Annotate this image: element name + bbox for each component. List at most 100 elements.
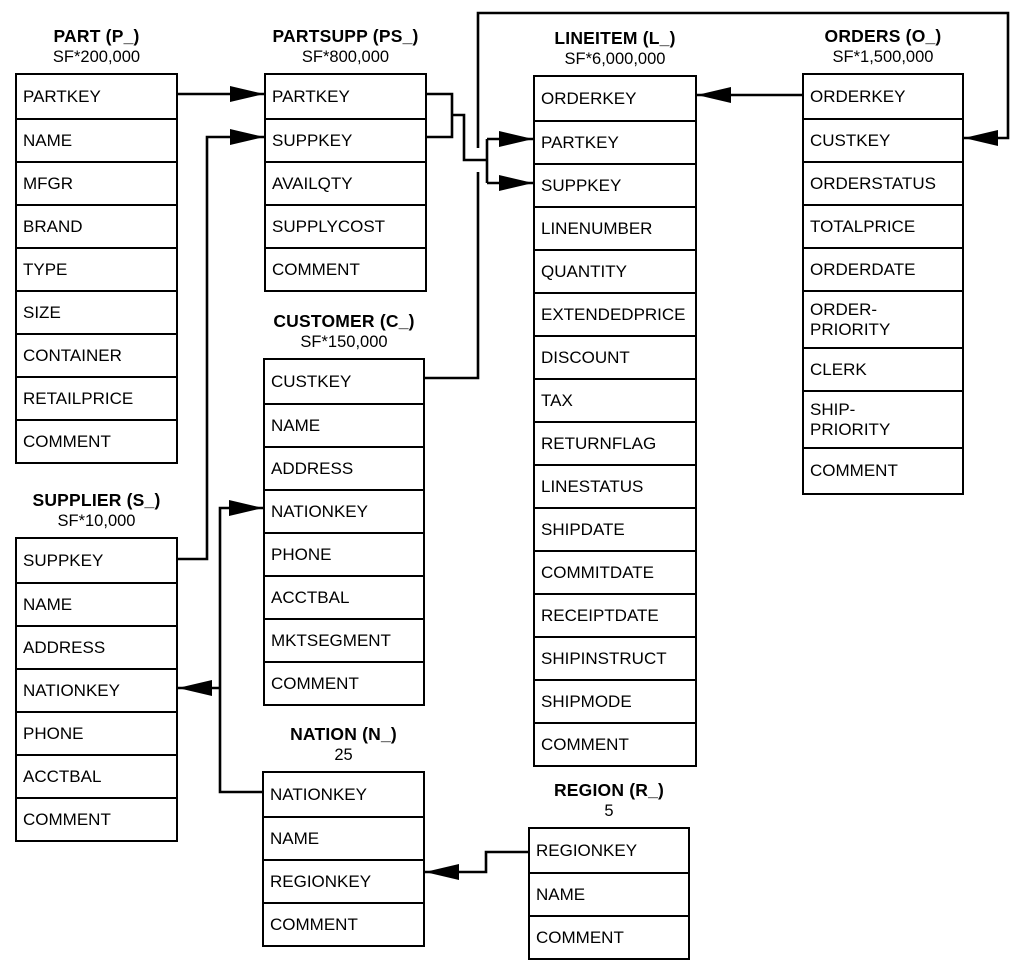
column-retailprice: RETAILPRICE — [17, 376, 176, 419]
column-brand: BRAND — [17, 204, 176, 247]
column-commitdate: COMMITDATE — [535, 550, 695, 593]
table-lineitem: LINEITEM (L_) SF*6,000,000 ORDERKEY PARTK… — [533, 25, 697, 767]
column-quantity: QUANTITY — [535, 249, 695, 292]
column-partkey: PARTKEY — [272, 86, 350, 106]
column-nationkey: NATIONKEY — [270, 784, 367, 804]
column-comment: COMMENT — [17, 419, 176, 462]
column-ship-priority: SHIP- PRIORITY — [804, 390, 962, 447]
column-suppkey: SUPPKEY — [266, 118, 425, 161]
column-regionkey: REGIONKEY — [264, 859, 423, 902]
table-region-title: REGION (R_) — [553, 780, 665, 800]
arrow-supplier-suppkey-to-partsupp-suppkey — [178, 129, 264, 561]
column-regionkey: REGIONKEY — [536, 840, 638, 860]
column-orderstatus: ORDERSTATUS — [804, 161, 962, 204]
table-orders: ORDERS (O_) SF*1,500,000 ORDERKEY CUSTKEY… — [802, 23, 964, 495]
column-container: CONTAINER — [17, 333, 176, 376]
column-shipdate: SHIPDATE — [535, 507, 695, 550]
column-linestatus: LINESTATUS — [535, 464, 695, 507]
column-phone: PHONE — [265, 532, 423, 575]
table-supplier-cardinality: SF*10,000 — [57, 512, 136, 530]
table-part-title: PART (P_) — [53, 26, 140, 46]
table-nation-header: NATION (N_) 25 — [262, 721, 425, 771]
column-comment: COMMENT — [17, 797, 176, 840]
column-suppkey: SUPPKEY — [535, 163, 695, 206]
column-address: ADDRESS — [17, 625, 176, 668]
column-supplycost: SUPPLYCOST — [266, 204, 425, 247]
column-custkey: CUSTKEY — [271, 371, 352, 391]
column-comment: COMMENT — [530, 915, 688, 958]
table-orders-title: ORDERS (O_) — [824, 26, 942, 46]
column-orderdate: ORDERDATE — [804, 247, 962, 290]
column-comment: COMMENT — [535, 722, 695, 765]
column-type: TYPE — [17, 247, 176, 290]
table-orders-cardinality: SF*1,500,000 — [832, 48, 934, 66]
column-availqty: AVAILQTY — [266, 161, 425, 204]
column-name: NAME — [17, 582, 176, 625]
column-name: NAME — [17, 118, 176, 161]
column-partkey: PARTKEY — [23, 86, 101, 106]
table-nation-title: NATION (N_) — [290, 724, 397, 744]
column-custkey: CUSTKEY — [804, 118, 962, 161]
table-partsupp: PARTSUPP (PS_) SF*800,000 PARTKEY SUPPKEY… — [264, 23, 427, 292]
table-part-header: PART (P_) SF*200,000 — [15, 23, 178, 73]
table-orders-header: ORDERS (O_) SF*1,500,000 — [802, 23, 964, 73]
column-extendedprice: EXTENDEDPRICE — [535, 292, 695, 335]
column-acctbal: ACCTBAL — [17, 754, 176, 797]
column-comment: COMMENT — [266, 247, 425, 290]
column-mktsegment: MKTSEGMENT — [265, 618, 423, 661]
arrow-region-regionkey-to-nation-regionkey — [425, 850, 528, 880]
table-part-cardinality: SF*200,000 — [52, 48, 141, 66]
column-orderkey: ORDERKEY — [541, 88, 637, 108]
table-customer-title: CUSTOMER (C_) — [273, 311, 415, 331]
column-name: NAME — [265, 403, 423, 446]
column-receiptdate: RECEIPTDATE — [535, 593, 695, 636]
column-order-priority: ORDER- PRIORITY — [804, 290, 962, 347]
table-partsupp-header: PARTSUPP (PS_) SF*800,000 — [264, 23, 427, 73]
column-acctbal: ACCTBAL — [265, 575, 423, 618]
table-region-header: REGION (R_) 5 — [528, 777, 690, 827]
column-returnflag: RETURNFLAG — [535, 421, 695, 464]
column-orderkey: ORDERKEY — [810, 86, 906, 106]
table-region-cardinality: 5 — [604, 802, 614, 820]
table-partsupp-cardinality: SF*800,000 — [301, 48, 390, 66]
column-partkey: PARTKEY — [535, 120, 695, 163]
column-nationkey: NATIONKEY — [265, 489, 423, 532]
column-comment: COMMENT — [804, 447, 962, 493]
column-shipmode: SHIPMODE — [535, 679, 695, 722]
column-mfgr: MFGR — [17, 161, 176, 204]
column-size: SIZE — [17, 290, 176, 333]
table-lineitem-cardinality: SF*6,000,000 — [564, 50, 666, 68]
table-nation-cardinality: 25 — [334, 746, 353, 764]
column-shipinstruct: SHIPINSTRUCT — [535, 636, 695, 679]
table-partsupp-title: PARTSUPP (PS_) — [272, 26, 419, 46]
column-suppkey: SUPPKEY — [23, 550, 104, 570]
table-customer-header: CUSTOMER (C_) SF*150,000 — [263, 308, 425, 358]
column-address: ADDRESS — [265, 446, 423, 489]
table-customer-cardinality: SF*150,000 — [300, 333, 388, 351]
column-nationkey: NATIONKEY — [17, 668, 176, 711]
column-discount: DISCOUNT — [535, 335, 695, 378]
column-name: NAME — [530, 872, 688, 915]
table-supplier-title: SUPPLIER (S_) — [32, 490, 161, 510]
column-phone: PHONE — [17, 711, 176, 754]
table-lineitem-header: LINEITEM (L_) SF*6,000,000 — [533, 25, 697, 75]
arrow-partsupp-keys-to-lineitem-keys — [427, 92, 533, 191]
column-linenumber: LINENUMBER — [535, 206, 695, 249]
table-supplier-header: SUPPLIER (S_) SF*10,000 — [15, 487, 178, 537]
column-clerk: CLERK — [804, 347, 962, 390]
column-totalprice: TOTALPRICE — [804, 204, 962, 247]
